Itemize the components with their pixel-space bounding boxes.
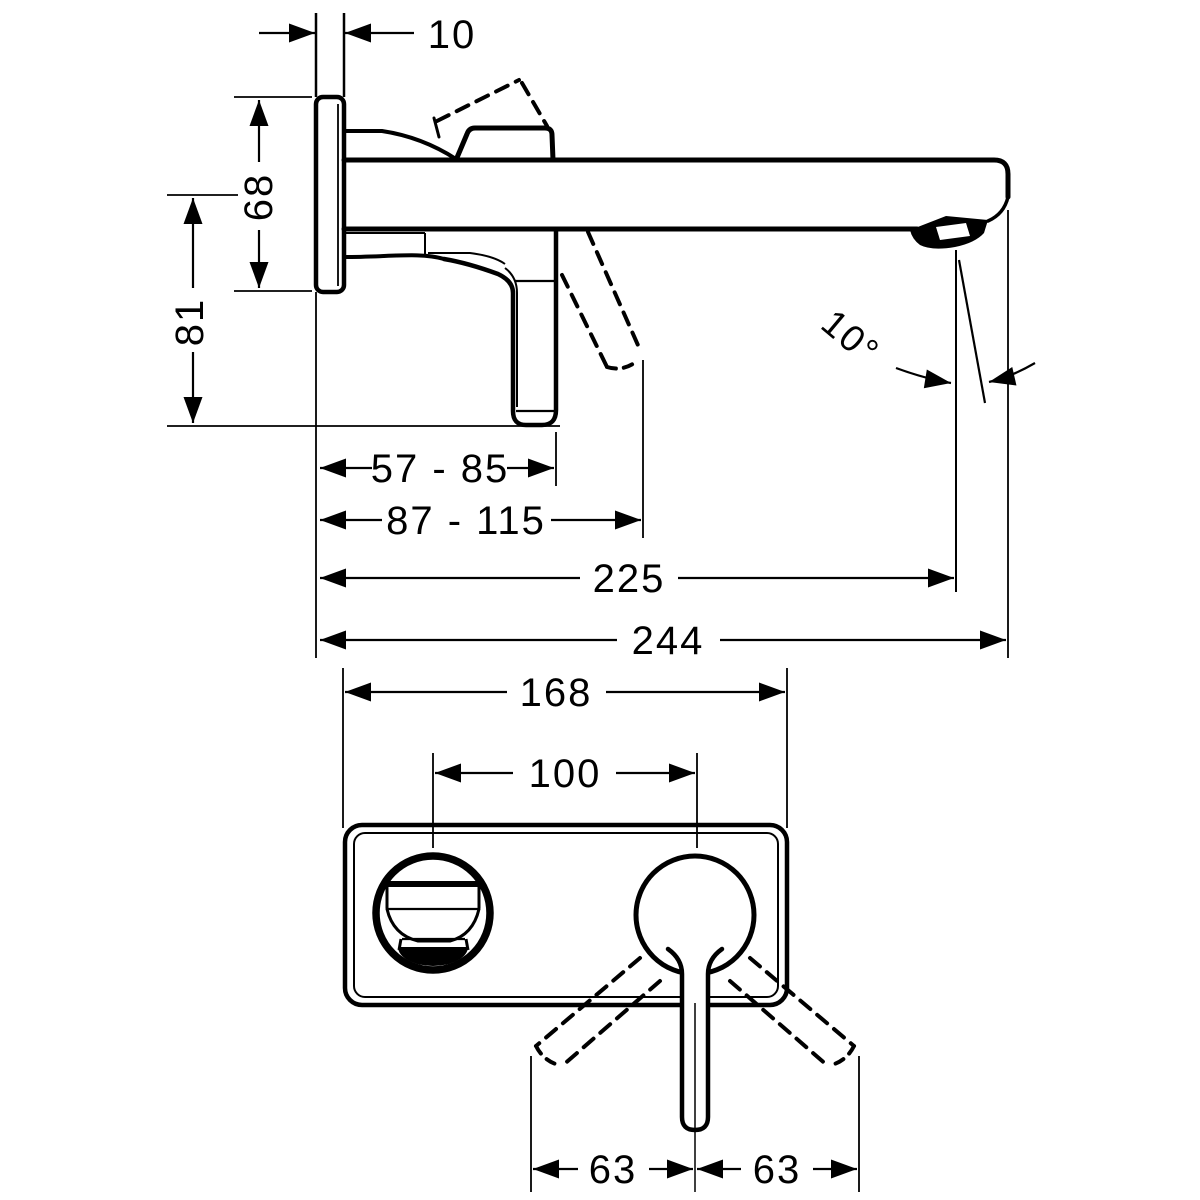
aerator-front-dark [398, 947, 468, 966]
swing-right-outer-edge [748, 956, 856, 1048]
lever-side [342, 226, 643, 428]
lever-inner-corner [504, 267, 518, 407]
stream-angled-line [957, 259, 987, 404]
lever-outline [441, 226, 559, 428]
dim-wall-thickness: 10 [259, 13, 477, 57]
spout-cone-top [342, 129, 458, 161]
spout-outlet-front [372, 852, 494, 974]
lever-swung-end-cap [605, 359, 639, 371]
escutcheon-plate-outline [313, 94, 347, 295]
dim-lever-open-depth-range: 87 - 115 [320, 360, 644, 543]
aerator-slot [936, 223, 970, 240]
lever-swung-dashed [560, 230, 643, 371]
dim-overall-reach: 244 [320, 210, 1009, 663]
swing-right-inner-edge [728, 979, 830, 1068]
dim-label-lever-depth-range: 57 - 85 [371, 447, 510, 491]
spout-cone-bottom [342, 253, 446, 261]
side-view: 10° 10 68 81 57 - 85 [167, 13, 1036, 663]
dim-label-wall-thickness: 10 [428, 13, 477, 57]
handle-swing-dashed-right [728, 956, 856, 1068]
stream-angle: 10° [814, 250, 1036, 592]
dim-plate-width: 168 [342, 668, 788, 828]
front-view: 168 100 63 63 [342, 668, 860, 1192]
dim-label-plate-width: 168 [520, 671, 593, 715]
swing-left-inner-edge [560, 979, 662, 1068]
dim-hole-spacing: 100 [432, 752, 698, 848]
handle-open-right-edge [520, 81, 549, 128]
stream-angle-label: 10° [814, 302, 888, 373]
spout-front-bowl [385, 907, 481, 943]
lever-swung-right-edge [586, 230, 643, 354]
dim-label-handle-swing-left: 63 [589, 1148, 638, 1192]
dim-label-spout-reach: 225 [593, 557, 666, 601]
spout-top-edge [341, 157, 1011, 200]
dim-label-axis-to-lever: 81 [168, 298, 212, 347]
escutcheon-plate-side [313, 94, 347, 295]
handle-swing-dashed-left [534, 956, 662, 1068]
dim-label-lever-open-depth-range: 87 - 115 [386, 499, 546, 543]
swing-left-end-cap [534, 1044, 564, 1068]
lever-swung-left-edge [560, 273, 609, 369]
angle-arrow-right [988, 362, 1036, 386]
dim-label-handle-swing-right: 63 [753, 1148, 802, 1192]
swing-right-end-cap [826, 1044, 856, 1068]
dim-spout-reach: 225 [320, 557, 954, 601]
dim-axis-to-lever: 81 [167, 194, 560, 427]
dim-label-escutcheon-height: 68 [237, 173, 281, 222]
dim-label-overall-reach: 244 [632, 619, 705, 663]
handle-side [432, 78, 556, 163]
lever-ledge-line [428, 252, 506, 265]
spout-end-cap [986, 195, 1010, 223]
swing-left-outer-edge [534, 956, 642, 1048]
handle-front [534, 853, 856, 1192]
angle-arrow-left [895, 366, 952, 389]
plate-inner-outline [353, 832, 779, 998]
dim-escutcheon-height: 68 [234, 96, 312, 292]
wall-section [314, 13, 346, 658]
handle-pivot-tick [432, 116, 441, 139]
dim-handle-swing: 63 63 [530, 1056, 860, 1192]
dim-lever-depth-range: 57 - 85 [320, 432, 557, 491]
handle-open-top-edge [435, 78, 521, 123]
handle-open-dashed [435, 78, 549, 128]
handle-closed-outline [453, 125, 556, 163]
dim-label-hole-spacing: 100 [529, 752, 602, 796]
spout-side [341, 129, 1011, 256]
